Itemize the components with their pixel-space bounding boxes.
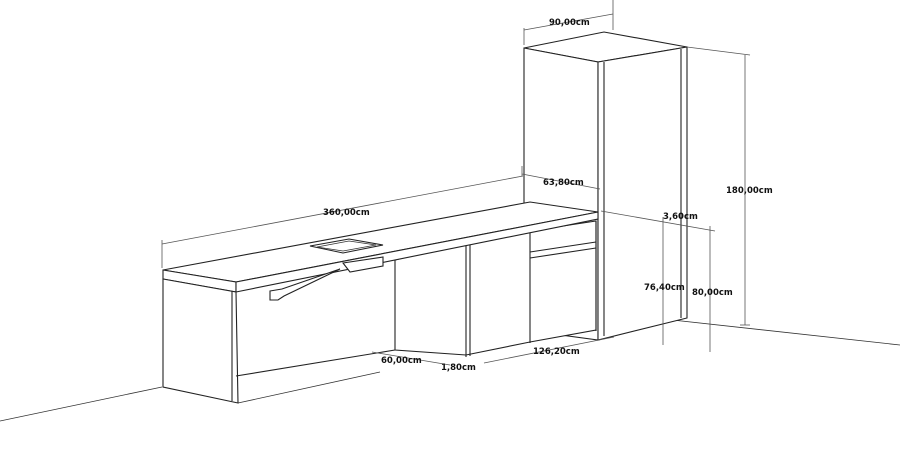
label-total-height: 180,00cm <box>726 186 773 196</box>
label-overall-counter-height: 80,00cm <box>692 288 733 298</box>
label-column-depth: 63,80cm <box>543 178 584 188</box>
label-top-thickness: 3,60cm <box>663 212 698 222</box>
label-counter-length: 360,00cm <box>323 208 370 218</box>
sink-basin <box>309 238 384 273</box>
support-bracket <box>235 268 396 377</box>
label-panel-thickness: 1,80cm <box>441 363 476 373</box>
counter-left-leg <box>162 278 239 404</box>
dimension-labels: 90,00cm 63,80cm 360,00cm 3,60cm 180,00cm… <box>323 18 773 373</box>
label-cabinet-width: 126,20cm <box>533 347 580 357</box>
label-counter-height: 76,40cm <box>644 283 685 293</box>
label-knee-depth: 60,00cm <box>381 356 422 366</box>
label-top-width: 90,00cm <box>549 18 590 28</box>
counter-worktop <box>162 201 599 293</box>
dimension-lines <box>161 0 751 366</box>
